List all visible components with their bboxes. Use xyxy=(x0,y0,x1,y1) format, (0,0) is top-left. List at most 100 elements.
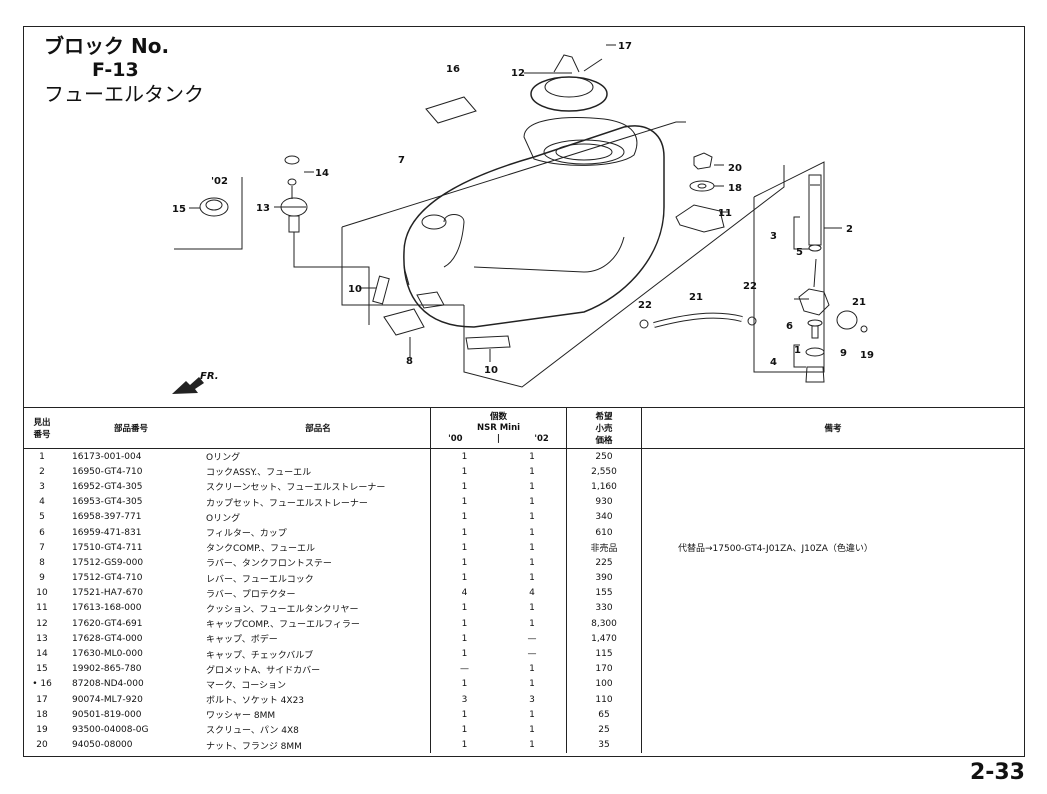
callout-3: 3 xyxy=(770,231,777,242)
qty-02-cell: 1 xyxy=(529,466,535,477)
part-name-cell: キャップ、ボデー xyxy=(206,635,278,646)
part-number-cell: 93500-04008-0G xyxy=(72,724,149,735)
qty-02-cell: 1 xyxy=(529,512,535,523)
price-cell: 1,160 xyxy=(566,479,642,495)
remarks-cell xyxy=(641,692,1024,708)
part-name-cell: ボルト、ソケット 4X23 xyxy=(206,696,305,707)
ref-no-cell: 6 xyxy=(39,527,45,538)
callout-2: 2 xyxy=(846,224,853,235)
price-cell: 100 xyxy=(566,676,642,692)
callout-6: 6 xyxy=(786,321,793,332)
part-number-cell: 16952-GT4-305 xyxy=(72,481,143,492)
price-cell: 25 xyxy=(566,722,642,738)
remarks-cell xyxy=(641,616,1024,632)
callout-18: 18 xyxy=(728,183,742,194)
ref-no-cell: 9 xyxy=(39,573,45,584)
qty-00-cell: 1 xyxy=(430,631,498,647)
ref-no-cell: 1 xyxy=(39,451,45,462)
qty-00-cell: 1 xyxy=(430,570,498,586)
part-number-cell: 87208-ND4-000 xyxy=(72,679,144,690)
part-number-cell: 94050-08000 xyxy=(72,740,133,751)
ref-no-cell: 7 xyxy=(39,542,45,553)
callout-13: 13 xyxy=(256,203,270,214)
part-name-cell: Oリング xyxy=(206,453,241,464)
price-cell: 115 xyxy=(566,646,642,662)
qty-00-cell: 1 xyxy=(430,464,498,480)
ref-no-cell: 8 xyxy=(39,557,45,568)
part-number-cell: 17512-GT4-710 xyxy=(72,573,143,584)
callout-10b: 10 xyxy=(484,365,498,376)
price-cell: 170 xyxy=(566,661,642,677)
qty-02-cell: 1 xyxy=(529,557,535,568)
ref-no-cell: 2 xyxy=(39,466,45,477)
qty-02-cell: 1 xyxy=(529,527,535,538)
callout-9: 9 xyxy=(840,348,847,359)
qty-02-cell: 1 xyxy=(529,724,535,735)
part-number-cell: 17512-GS9-000 xyxy=(72,557,144,568)
remarks-cell xyxy=(641,646,1024,662)
callout-14: 14 xyxy=(315,168,329,179)
part-number-cell: 17630-ML0-000 xyxy=(72,649,143,660)
price-cell: 35 xyxy=(566,737,642,753)
qty-00-cell: 1 xyxy=(430,479,498,495)
qty-00-cell: 1 xyxy=(430,524,498,541)
callout-20: 20 xyxy=(728,163,742,174)
ref-no-cell: 20 xyxy=(36,740,48,751)
price-cell: 2,550 xyxy=(566,464,642,480)
parts-table: 見出番号 部品番号 部品名 個数 NSR Mini '00|'02 希望小売価格… xyxy=(24,407,1024,753)
header-price: 希望小売価格 xyxy=(566,407,642,449)
callout-10a: 10 xyxy=(348,284,362,295)
exploded-diagram: 17 12 16 7 '02 14 13 15 20 18 11 2 3 5 2… xyxy=(172,41,874,394)
part-number-cell: 17613-168-000 xyxy=(72,603,142,614)
remarks-cell xyxy=(641,631,1024,647)
part-name-cell: スクリュー、パン 4X8 xyxy=(206,726,299,737)
callout-22a: 22 xyxy=(638,300,652,311)
qty-00-cell: 1 xyxy=(430,448,498,465)
price-cell: 340 xyxy=(566,509,642,525)
ref-no-cell: 3 xyxy=(39,481,45,492)
qty-00-cell: 1 xyxy=(430,616,498,632)
table-header-row: 見出番号 部品番号 部品名 個数 NSR Mini '00|'02 希望小売価格… xyxy=(24,407,1024,449)
part-name-cell: グロメットA、サイドカバー xyxy=(206,665,321,676)
price-cell: 390 xyxy=(566,570,642,586)
part-number-cell: 17620-GT4-691 xyxy=(72,618,143,629)
part-number-cell: 17628-GT4-000 xyxy=(72,633,143,644)
callout-8: 8 xyxy=(406,356,413,367)
part-name-cell: カップセット、フューエルストレーナー xyxy=(206,498,368,509)
qty-00-cell: 1 xyxy=(430,737,498,753)
part-number-cell: 16959-471-831 xyxy=(72,527,142,538)
callout-11: 11 xyxy=(718,208,732,219)
callout-17: 17 xyxy=(618,41,632,52)
ref-no-cell: 4 xyxy=(39,497,45,508)
ref-no-cell: 17 xyxy=(36,694,48,705)
remarks-cell xyxy=(641,707,1024,723)
remarks-cell xyxy=(641,479,1024,495)
qty-02-cell: — xyxy=(527,633,537,644)
ref-no-cell: 10 xyxy=(36,588,48,599)
qty-02-cell: 1 xyxy=(529,664,535,675)
qty-02-cell: 1 xyxy=(529,451,535,462)
ref-no-cell: 19 xyxy=(36,724,48,735)
part-name-cell: ナット、フランジ 8MM xyxy=(206,741,302,752)
qty-00-cell: 1 xyxy=(430,676,498,692)
ref-no-cell: 13 xyxy=(36,633,48,644)
callout-12: 12 xyxy=(511,68,525,79)
remarks-cell xyxy=(641,509,1024,525)
qty-02-cell: 1 xyxy=(529,573,535,584)
block-label: ブロック No. xyxy=(44,34,170,58)
price-cell: 250 xyxy=(566,448,642,465)
block-code: F-13 xyxy=(92,59,139,81)
